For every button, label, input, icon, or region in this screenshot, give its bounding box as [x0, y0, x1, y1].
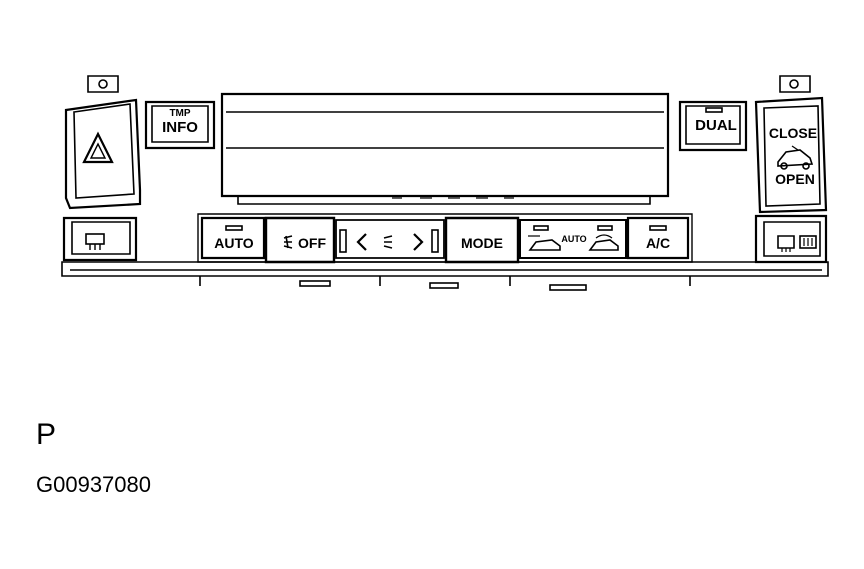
tmp-info-button[interactable]: TMP INFO — [144, 100, 216, 150]
recirc-auto-label: AUTO — [561, 234, 586, 244]
front-rear-defroster-button[interactable] — [754, 214, 828, 264]
fan-icon — [283, 235, 293, 249]
fan-speed-left-indicator — [339, 229, 347, 253]
mode-label: MODE — [461, 235, 503, 251]
auto-label: AUTO — [214, 235, 254, 251]
info-label: INFO — [162, 119, 198, 136]
display-screen — [220, 92, 670, 205]
ac-button[interactable]: A/C — [626, 216, 690, 260]
fan-speed-rocker[interactable] — [335, 219, 445, 259]
right-mount-bracket — [779, 75, 811, 93]
tmp-label: TMP — [169, 108, 190, 119]
ac-label: A/C — [646, 235, 670, 251]
convertible-roof-icon — [777, 145, 814, 170]
fresh-air-indicator-led — [533, 225, 549, 231]
dual-button[interactable]: DUAL — [678, 100, 748, 152]
dual-indicator-led — [705, 107, 723, 113]
fan-speed-fan-icon — [383, 235, 393, 249]
hazard-button[interactable] — [64, 98, 142, 210]
air-intake-button[interactable]: AUTO — [519, 219, 627, 259]
dual-label: DUAL — [695, 117, 737, 134]
recirc-indicator-led — [597, 225, 613, 231]
fan-speed-right-indicator — [431, 229, 439, 253]
ac-indicator-led — [649, 225, 667, 231]
left-mount-bracket — [87, 75, 119, 93]
open-label: OPEN — [775, 171, 815, 187]
figure-id: G00937080 — [36, 472, 151, 497]
fan-off-button[interactable]: OFF — [264, 216, 336, 264]
fresh-air-car-icon — [528, 235, 561, 251]
chevron-left-icon[interactable] — [356, 233, 367, 251]
recirculate-car-icon — [588, 234, 619, 251]
fan-off-label: OFF — [298, 235, 326, 251]
rear-window-defroster-icon — [799, 235, 817, 249]
close-label: CLOSE — [769, 125, 817, 141]
base-tray — [61, 261, 829, 291]
button-row-housing — [197, 213, 693, 263]
rear-defroster-icon — [85, 233, 105, 250]
chevron-right-icon[interactable] — [413, 233, 424, 251]
front-defroster-icon — [777, 235, 795, 252]
auto-button[interactable]: AUTO — [200, 216, 266, 260]
auto-indicator-led — [225, 225, 243, 231]
roof-close-open-button[interactable]: CLOSE OPEN — [754, 96, 828, 214]
view-letter: P — [36, 418, 57, 451]
climate-control-panel-diagram: TMP INFO DUAL CLOSE OPEN — [61, 75, 829, 291]
rear-defroster-button[interactable] — [62, 216, 138, 262]
hazard-triangle-icon — [82, 131, 114, 164]
mode-button[interactable]: MODE — [444, 216, 520, 264]
